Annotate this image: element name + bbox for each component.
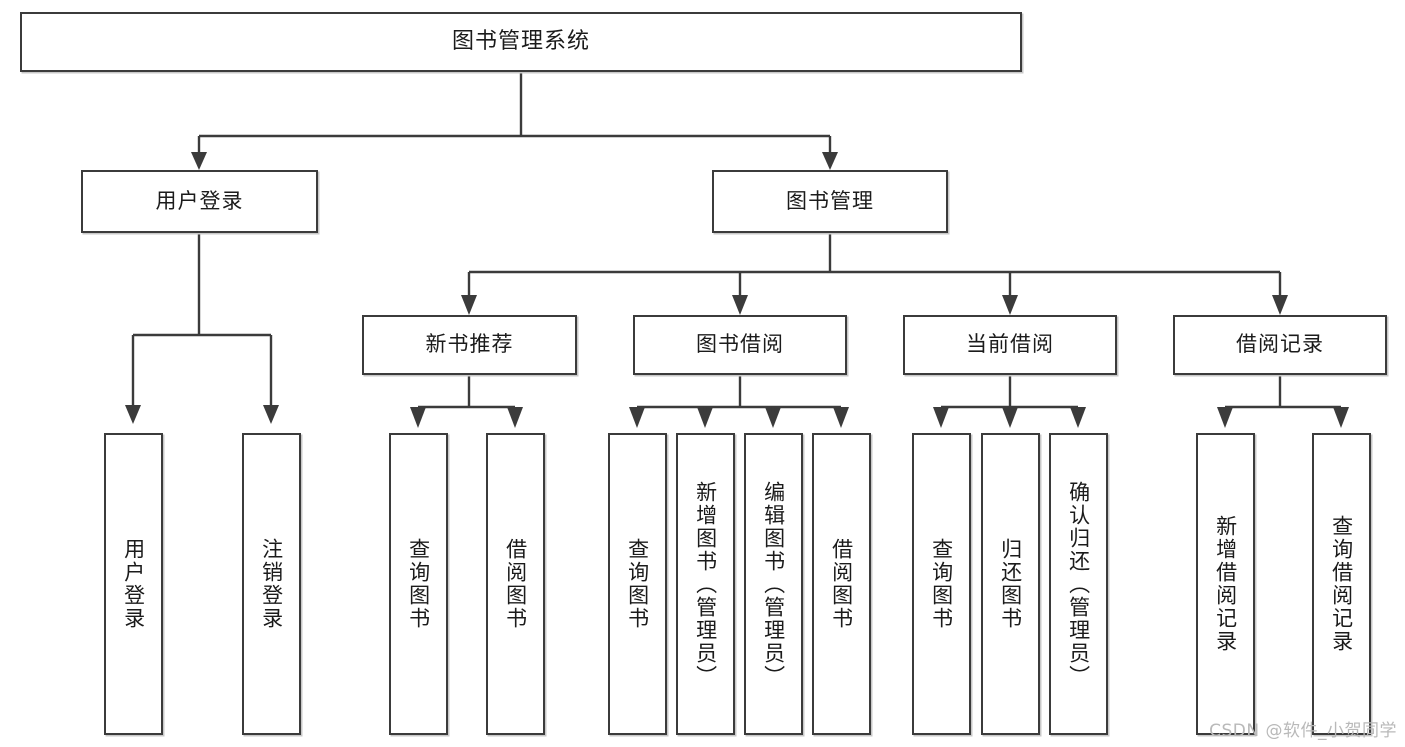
leaf-query-book-3-label: 查询图书 <box>929 538 954 630</box>
node-book-borrow[interactable]: 图书借阅 <box>633 315 847 375</box>
arrowhead-borrow-record <box>1272 295 1288 315</box>
node-root[interactable]: 图书管理系统 <box>20 12 1022 72</box>
leaf-query-book-2[interactable]: 查询图书 <box>608 433 667 735</box>
leaf-query-book-3[interactable]: 查询图书 <box>912 433 971 735</box>
leaf-user-login[interactable]: 用户登录 <box>104 433 163 735</box>
leaf-add-book[interactable]: 新增图书（管理员） <box>676 433 735 735</box>
arrowhead-bb-leaf2 <box>697 407 713 428</box>
node-borrow-record-label: 借阅记录 <box>1236 332 1324 357</box>
leaf-query-record-label: 查询借阅记录 <box>1329 515 1354 653</box>
node-book-borrow-label: 图书借阅 <box>696 332 784 357</box>
leaf-query-book-1[interactable]: 查询图书 <box>389 433 448 735</box>
leaf-user-logout-label: 注销登录 <box>259 538 284 630</box>
leaf-edit-book[interactable]: 编辑图书（管理员） <box>744 433 803 735</box>
node-user-login-label: 用户登录 <box>155 188 244 213</box>
arrowhead-cb-leaf2 <box>1002 407 1018 428</box>
leaf-borrow-book-1-label: 借阅图书 <box>503 538 528 630</box>
leaf-confirm-return[interactable]: 确认归还（管理员） <box>1049 433 1108 735</box>
arrowhead-bb-leaf3 <box>765 407 781 428</box>
leaf-borrow-book-1[interactable]: 借阅图书 <box>486 433 545 735</box>
leaf-add-book-label: 新增图书（管理员） <box>693 480 718 688</box>
arrowhead-nb-leaf2 <box>507 407 523 428</box>
arrowhead-cb-leaf3 <box>1070 407 1086 428</box>
node-book-manage[interactable]: 图书管理 <box>712 170 948 233</box>
leaf-user-login-label: 用户登录 <box>121 538 146 630</box>
node-borrow-record[interactable]: 借阅记录 <box>1173 315 1387 375</box>
node-current-borrow[interactable]: 当前借阅 <box>903 315 1117 375</box>
leaf-add-record[interactable]: 新增借阅记录 <box>1196 433 1255 735</box>
node-book-manage-label: 图书管理 <box>786 188 874 213</box>
arrowhead-leaf-user-logout <box>263 405 279 424</box>
leaf-borrow-book-2-label: 借阅图书 <box>829 538 854 630</box>
arrowhead-user-login <box>191 152 207 170</box>
leaf-return-book-label: 归还图书 <box>998 538 1023 630</box>
arrowhead-br-leaf2 <box>1333 407 1349 428</box>
arrowhead-book-manage <box>822 152 838 170</box>
leaf-query-book-2-label: 查询图书 <box>625 538 650 630</box>
leaf-query-book-1-label: 查询图书 <box>406 538 431 630</box>
node-user-login[interactable]: 用户登录 <box>81 170 318 233</box>
leaf-confirm-return-label: 确认归还（管理员） <box>1066 480 1091 688</box>
arrowhead-book-borrow <box>732 295 748 315</box>
node-root-label: 图书管理系统 <box>451 28 590 54</box>
leaf-return-book[interactable]: 归还图书 <box>981 433 1040 735</box>
node-new-book-recommend[interactable]: 新书推荐 <box>362 315 577 375</box>
node-current-borrow-label: 当前借阅 <box>966 332 1054 357</box>
node-new-book-recommend-label: 新书推荐 <box>425 332 514 357</box>
leaf-add-record-label: 新增借阅记录 <box>1213 515 1238 653</box>
leaf-borrow-book-2[interactable]: 借阅图书 <box>812 433 871 735</box>
csdn-watermark: CSDN @软件_小贺同学 <box>1209 721 1397 741</box>
leaf-edit-book-label: 编辑图书（管理员） <box>761 480 786 688</box>
arrowhead-current-borrow <box>1002 295 1018 315</box>
arrowhead-bb-leaf1 <box>629 407 645 428</box>
arrowhead-cb-leaf1 <box>933 407 949 428</box>
leaf-query-record[interactable]: 查询借阅记录 <box>1312 433 1371 735</box>
arrowhead-new-book-recommend <box>461 295 477 315</box>
arrowhead-bb-leaf4 <box>833 407 849 428</box>
arrowhead-nb-leaf1 <box>410 407 426 428</box>
arrowhead-br-leaf1 <box>1217 407 1233 428</box>
leaf-user-logout[interactable]: 注销登录 <box>242 433 301 735</box>
arrowhead-leaf-user-login <box>125 405 141 424</box>
